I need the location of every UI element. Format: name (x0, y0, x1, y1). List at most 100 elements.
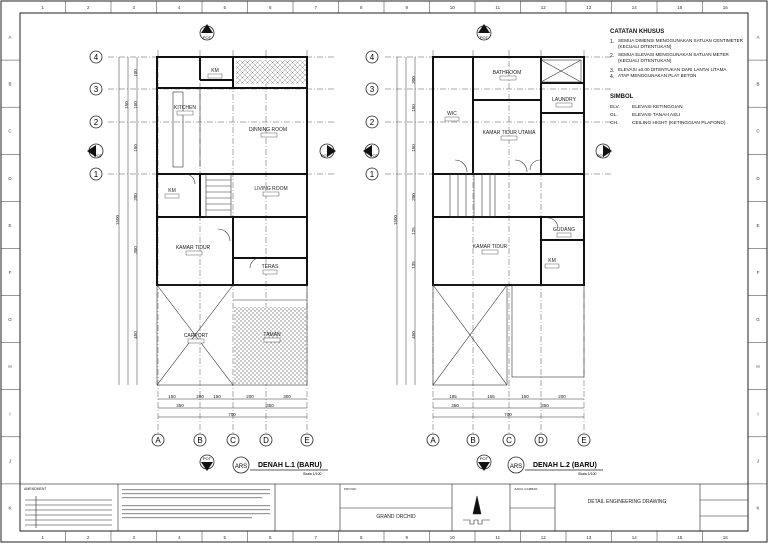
ruler-top-label: 1 (41, 5, 44, 10)
plan2-room-master: KAMAR TIDUR UTAMA (483, 130, 537, 136)
plan1-col-e: E (304, 436, 309, 445)
plan1-dim-texts: 150 200 150 200 300 350 350 700 (168, 394, 291, 417)
section-mark-label: POT (370, 153, 379, 158)
plan-1: KM KITCHEN DINNING ROOM KM LIVING ROOM K… (89, 50, 335, 447)
plan1-ldim-7: 450 (133, 331, 138, 339)
ruler-top-label: 4 (178, 5, 181, 10)
ruler-side-label: G (8, 317, 12, 322)
plan2-col-e: E (581, 436, 586, 445)
ruler-top-label: 12 (541, 5, 547, 10)
section-mark-left-1: POT (87, 143, 104, 159)
plan1-row-4: 4 (94, 53, 99, 62)
ruler-side-label: E (756, 223, 759, 228)
plan2-room-kamar-tidur: KAMAR TIDUR (473, 244, 508, 250)
ruler-top-label: 11 (495, 535, 500, 540)
plan2-dim-texts: 185 165 150 200 350 350 700 (449, 394, 566, 417)
note-1: SEMUA DIMENSI MENGGUNAKAN SATUAN CENTIME… (618, 38, 743, 49)
drawing-title: DETAIL ENGINEERING DRAWING (588, 499, 667, 505)
ruler-top-label: 7 (314, 535, 317, 540)
plan1-col-b: B (197, 436, 202, 445)
plan1-col-c: C (230, 436, 236, 445)
symbol-2-text: ELEVASI TANAH ASLI (632, 112, 680, 118)
ruler-top-label: 9 (405, 535, 408, 540)
plan2-row-2: 2 (370, 118, 375, 127)
plan1-room-labels: KM KITCHEN DINNING ROOM KM LIVING ROOM K… (168, 68, 287, 339)
plan1-room-dinning: DINNING ROOM (249, 127, 287, 133)
symbol-2-key: GL. (610, 112, 618, 118)
plan1-left-dim-texts: 100 150 150 200 150 300 450 1500 (115, 69, 138, 339)
section-mark-bottom-1: POT (199, 454, 215, 471)
ruler-side-label: C (756, 129, 760, 134)
ruler-top-label: 10 (450, 5, 456, 10)
plan2-ldim-3: 150 (411, 144, 416, 152)
ruler-side-label: H (8, 364, 11, 369)
plan1-ldim-3: 150 (133, 144, 138, 152)
ruler-top-label: 11 (495, 5, 500, 10)
section-mark-right-1: POT (319, 143, 336, 159)
section-mark-label: POT (321, 153, 330, 158)
ruler-side-label: D (8, 176, 12, 181)
ruler-side-label: D (756, 176, 760, 181)
plan2-dim-total-2: 350 (541, 403, 549, 408)
plan1-row-1: 1 (94, 170, 99, 179)
plan1-room-teras: TERAS (262, 264, 279, 270)
ruler-top-label: 1 (41, 535, 44, 540)
ruler-top-label: 8 (360, 535, 363, 540)
plan1-ldim-2: 150 (133, 101, 138, 109)
plan2-ldim-8: 1500 (393, 214, 398, 225)
plan1-roof-hatch (236, 60, 306, 84)
plan1-ldim-6: 300 (133, 246, 138, 254)
plan1-dim-1: 150 (168, 394, 176, 399)
section-mark-label: POT (480, 35, 489, 40)
title-block (19, 483, 749, 532)
section-mark-right-2: POT (595, 143, 612, 159)
plan2-row-bubbles: 4 3 2 1 (365, 50, 379, 181)
ruler-side-label: J (757, 458, 759, 463)
plan2-ldim-5: 125 (411, 227, 416, 235)
plan2-dim-4: 200 (558, 394, 566, 399)
plan2-room-bathroom: BATHROOM (493, 70, 522, 76)
ruler-side-label: F (9, 270, 12, 275)
ruler-top-label: 2 (87, 5, 90, 10)
plan1-scale: Skala 1/100 (303, 472, 322, 476)
plan1-dim-4: 200 (246, 394, 254, 399)
plan1-dim-total-2: 350 (266, 403, 274, 408)
ruler-side-label: I (9, 411, 10, 416)
plan1-dim-5: 300 (283, 394, 291, 399)
ruler-top-label: 10 (450, 535, 456, 540)
plan2-row-4: 4 (370, 53, 375, 62)
ruler-top-label: 4 (178, 535, 181, 540)
plan2-col-c: C (506, 436, 512, 445)
plan2-room-wic: WIC (447, 111, 457, 117)
ruler-side-label: B (756, 82, 759, 87)
note-1-n: 1. (610, 39, 614, 45)
ruler-top-label: 9 (405, 5, 408, 10)
ruler-side-label: C (8, 129, 12, 134)
plan2-row-3: 3 (370, 85, 375, 94)
plan1-room-taman: TAMAN (263, 332, 281, 338)
plan2-dim-total-3: 700 (504, 412, 512, 417)
symbol-title: SIMBOL (610, 94, 634, 100)
plan2-col-d: D (538, 436, 544, 445)
section-mark-label: POT (480, 456, 489, 461)
ruler-side-label: G (756, 317, 760, 322)
project-name: GRAND ORCHID (376, 514, 416, 520)
ruler-top-label: 12 (541, 535, 547, 540)
plan2-row-1: 1 (370, 170, 375, 179)
plan1-row-2: 2 (94, 118, 99, 127)
section-mark-top-1: POT (199, 24, 215, 41)
fine-print (122, 489, 270, 519)
plan2-room-laundry: LAUNDRY (552, 97, 576, 103)
section-mark-label: POT (597, 153, 606, 158)
note-3: ELEVASI ±0.00 DITENTUKAN DARI LANTAI UTA… (618, 67, 727, 72)
ruler-top-label: 3 (132, 535, 135, 540)
note-4-n: 4. (610, 74, 614, 80)
plan2-dim-1: 185 (449, 394, 457, 399)
plan1-ldim-1: 100 (133, 69, 138, 77)
ars-tag-2: ARS (510, 464, 522, 470)
section-mark-top-2: POT (476, 24, 492, 41)
plan1-dim-2: 200 (196, 394, 204, 399)
section-mark-label: POT (94, 153, 103, 158)
